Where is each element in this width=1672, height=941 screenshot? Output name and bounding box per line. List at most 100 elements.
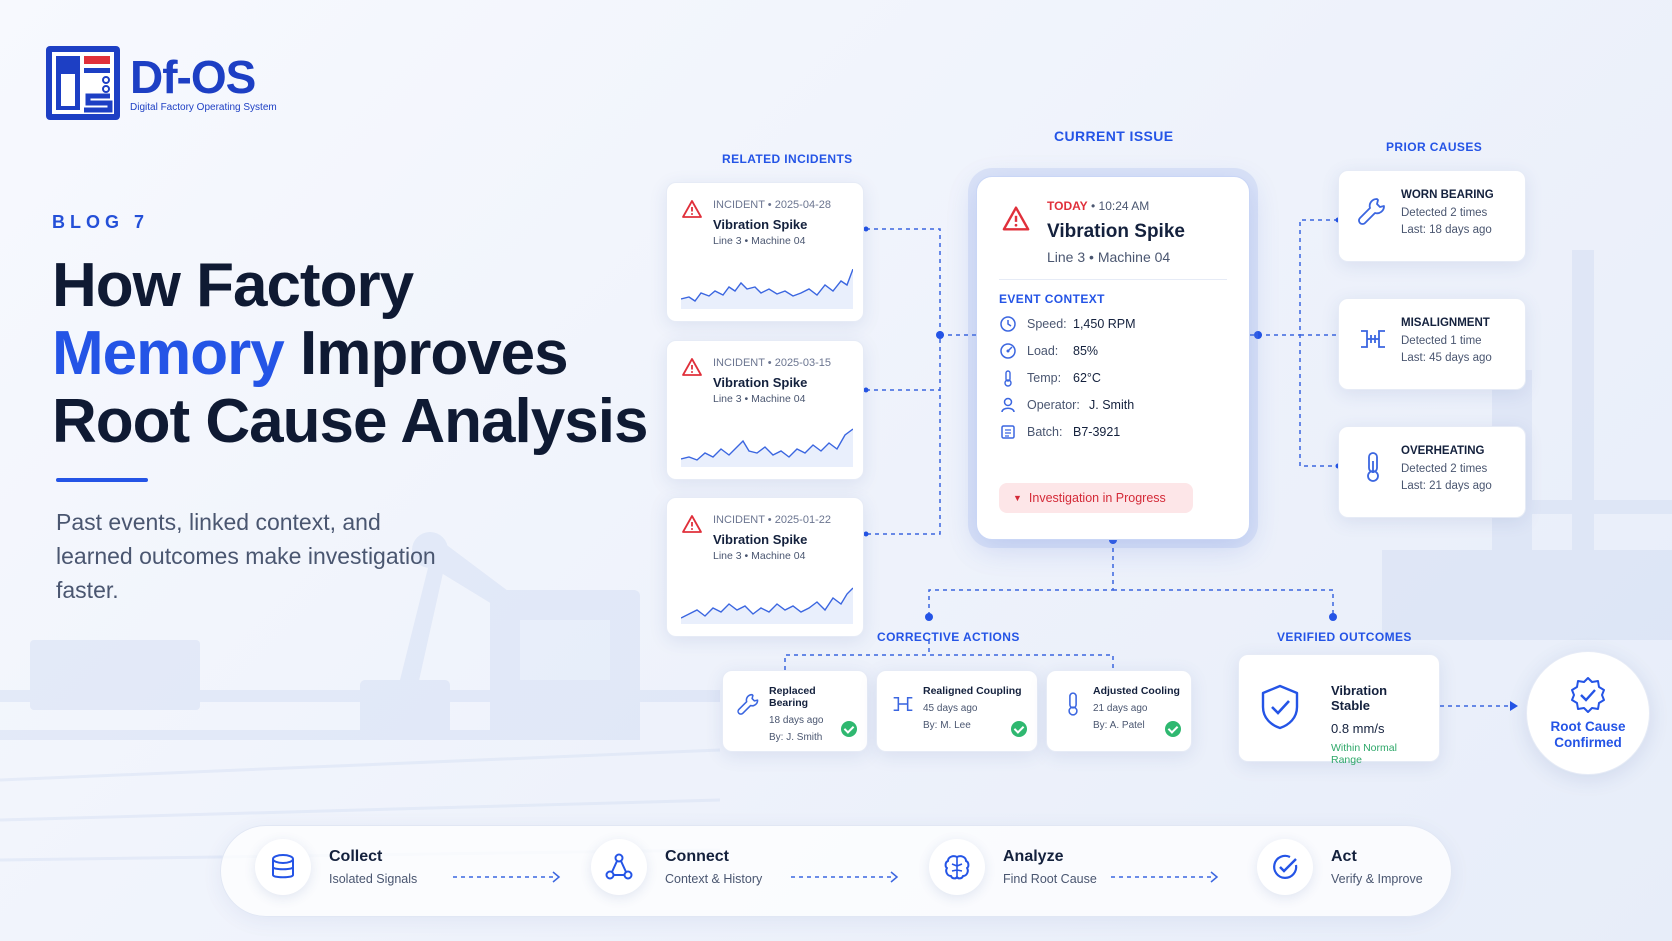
today-label: TODAY bbox=[1047, 199, 1088, 213]
warning-icon bbox=[682, 515, 702, 533]
user-icon bbox=[1001, 397, 1015, 413]
warning-icon bbox=[1002, 206, 1030, 231]
step-icon-wrap bbox=[929, 839, 985, 895]
outcome-name: Vibration Stable bbox=[1331, 683, 1388, 713]
shield-check-icon bbox=[1261, 684, 1299, 730]
wrench-icon bbox=[1358, 198, 1385, 225]
context-key: Operator: bbox=[1027, 398, 1080, 412]
cause-detected: Detected 2 times bbox=[1401, 463, 1488, 475]
step-title: Act bbox=[1331, 848, 1357, 865]
clock-icon bbox=[1000, 316, 1016, 332]
context-value: B7-3921 bbox=[1073, 425, 1121, 439]
divider bbox=[999, 279, 1227, 280]
step-icon-wrap bbox=[1257, 839, 1313, 895]
context-key: Load: bbox=[1027, 344, 1059, 358]
cause-card-misalignment[interactable]: MISALIGNMENT Detected 1 time Last: 45 da… bbox=[1338, 298, 1526, 390]
action-card-adjusted-cooling[interactable]: Adjusted Cooling 21 days ago By: A. Pate… bbox=[1046, 670, 1192, 752]
incident-meta: INCIDENT • 2025-04-28 bbox=[713, 199, 831, 211]
action-name: Realigned Coupling bbox=[923, 685, 1022, 697]
context-row-speed: Speed:1,450 RPM bbox=[999, 315, 1227, 333]
page-title: How Factory Memory Improves Root Cause A… bbox=[52, 252, 652, 456]
context-key: Temp: bbox=[1027, 371, 1062, 385]
context-row-batch: Batch: B7-3921 bbox=[999, 423, 1227, 441]
outcome-value: 0.8 mm/s bbox=[1331, 721, 1385, 736]
context-key: Batch: bbox=[1027, 425, 1063, 439]
step-icon-wrap bbox=[255, 839, 311, 895]
incident-title: Vibration Spike bbox=[713, 375, 808, 390]
brain-icon bbox=[944, 855, 970, 880]
current-issue-time: TODAY • 10:24 AM bbox=[1047, 199, 1227, 213]
title-line-3: Root Cause Analysis bbox=[52, 387, 648, 456]
cause-name: MISALIGNMENT bbox=[1401, 317, 1490, 329]
step-subtitle: Isolated Signals bbox=[329, 872, 418, 886]
label-prior-causes: PRIOR CAUSES bbox=[1386, 140, 1483, 154]
cause-detected: Detected 2 times bbox=[1401, 207, 1488, 219]
incident-card-1[interactable]: INCIDENT • 2025-04-28 Vibration Spike Li… bbox=[666, 182, 864, 322]
dfos-logo-icon bbox=[46, 46, 120, 120]
action-card-replaced-bearing[interactable]: Replaced Bearing 18 days ago By: J. Smit… bbox=[722, 670, 868, 752]
step-title: Analyze bbox=[1003, 848, 1064, 865]
context-value: J. Smith bbox=[1089, 398, 1135, 412]
step-subtitle: Verify & Improve bbox=[1331, 872, 1423, 886]
root-cause-confirmed-badge[interactable]: Root Cause Confirmed bbox=[1526, 651, 1650, 775]
context-row-temp: Temp:62°C bbox=[999, 369, 1227, 387]
status-text: Investigation in Progress bbox=[1028, 491, 1166, 505]
logo[interactable]: Df-OS Digital Factory Operating System bbox=[44, 44, 277, 122]
outcome-note: Within Normal Range bbox=[1331, 742, 1397, 766]
step-icon-wrap bbox=[591, 839, 647, 895]
label-related-incidents: RELATED INCIDENTS bbox=[722, 152, 853, 166]
action-name: Adjusted Cooling bbox=[1093, 685, 1180, 697]
current-issue-location: Line 3 • Machine 04 bbox=[1047, 249, 1171, 265]
batch-icon bbox=[1001, 425, 1015, 439]
title-line-1: How Factory bbox=[52, 251, 414, 320]
context-row-operator: Operator: J. Smith bbox=[999, 396, 1227, 414]
current-time: • 10:24 AM bbox=[1087, 199, 1150, 213]
context-value: 85% bbox=[1073, 344, 1099, 358]
arrow-right-icon bbox=[453, 871, 561, 883]
database-icon bbox=[272, 854, 294, 879]
factory-background-art bbox=[0, 532, 720, 862]
action-when: 21 days ago bbox=[1093, 703, 1148, 714]
cause-last: Last: 45 days ago bbox=[1401, 352, 1492, 364]
thermometer-icon bbox=[1367, 452, 1379, 482]
check-icon bbox=[1011, 721, 1027, 737]
action-when: 45 days ago bbox=[923, 703, 978, 714]
arrow-right-icon bbox=[1111, 871, 1219, 883]
incident-meta: INCIDENT • 2025-03-15 bbox=[713, 357, 831, 369]
incident-sparkline bbox=[681, 587, 853, 624]
cause-card-worn-bearing[interactable]: WORN BEARING Detected 2 times Last: 18 d… bbox=[1338, 170, 1526, 262]
logo-subtitle: Digital Factory Operating System bbox=[130, 101, 277, 113]
cause-card-overheating[interactable]: OVERHEATING Detected 2 times Last: 21 da… bbox=[1338, 426, 1526, 518]
incident-location: Line 3 • Machine 04 bbox=[713, 550, 806, 562]
page-subtitle: Past events, linked context, and learned… bbox=[56, 509, 436, 603]
check-icon bbox=[841, 721, 857, 737]
title-line-2: Memory Improves bbox=[52, 320, 652, 388]
status-badge[interactable]: ▼Investigation in Progress bbox=[999, 483, 1193, 513]
cause-name: OVERHEATING bbox=[1401, 445, 1485, 457]
label-corrective-actions: CORRECTIVE ACTIONS bbox=[877, 630, 1020, 644]
title-divider bbox=[56, 478, 148, 482]
incident-card-3[interactable]: INCIDENT • 2025-01-22 Vibration Spike Li… bbox=[666, 497, 864, 637]
title-line-2-rest: Improves bbox=[283, 319, 569, 388]
blog-tag: BLOG 7 bbox=[52, 212, 150, 232]
warning-icon bbox=[682, 200, 702, 218]
action-card-realigned-coupling[interactable]: Realigned Coupling 45 days ago By: M. Le… bbox=[876, 670, 1038, 752]
thermometer-icon bbox=[1068, 692, 1078, 716]
cause-last: Last: 18 days ago bbox=[1401, 224, 1492, 236]
action-name: Replaced Bearing bbox=[769, 685, 816, 709]
step-subtitle: Find Root Cause bbox=[1003, 872, 1097, 886]
outcome-card[interactable]: Vibration Stable 0.8 mm/s Within Normal … bbox=[1238, 654, 1440, 766]
step-title: Collect bbox=[329, 848, 383, 865]
warning-icon bbox=[682, 358, 702, 376]
incident-meta: INCIDENT • 2025-01-22 bbox=[713, 514, 831, 526]
context-key: Speed: bbox=[1027, 317, 1067, 331]
incident-card-2[interactable]: INCIDENT • 2025-03-15 Vibration Spike Li… bbox=[666, 340, 864, 480]
coupling-icon bbox=[893, 697, 913, 711]
arrow-right-icon bbox=[791, 871, 899, 883]
current-issue-card[interactable]: TODAY • 10:24 AM Vibration Spike Line 3 … bbox=[976, 176, 1250, 540]
incident-title: Vibration Spike bbox=[713, 532, 808, 547]
